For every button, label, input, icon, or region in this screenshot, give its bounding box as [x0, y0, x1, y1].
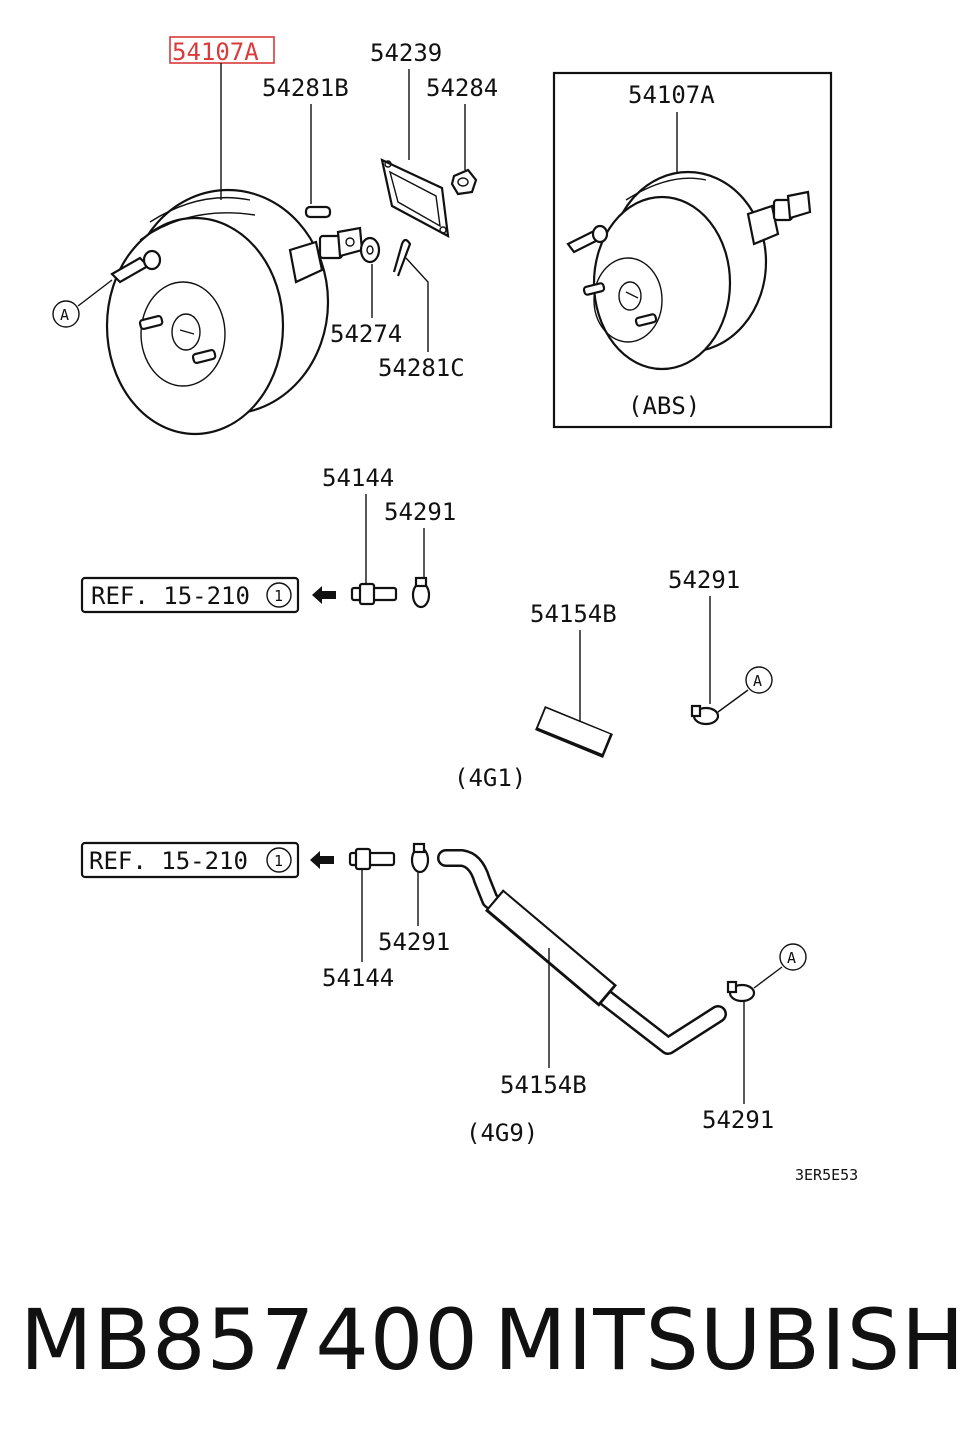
- callout-a-circle-4g9: [779, 943, 807, 971]
- label-hose-4g1: 54154B: [530, 600, 617, 628]
- variant-4g1: (4G1): [454, 764, 526, 792]
- leader-callout-a: [77, 279, 113, 307]
- label-abs-booster: 54107A: [628, 81, 715, 109]
- label-clamp-upper-4g1: 54291: [384, 498, 456, 526]
- leader-callout-a-4g1: [717, 689, 749, 713]
- clip-part: [392, 238, 412, 277]
- brake-booster-assembly: [105, 188, 364, 436]
- clamp-lower-4g9: [726, 980, 756, 1003]
- label-pin: 54281B: [262, 74, 349, 102]
- fitting-4g1: [350, 582, 398, 606]
- ref-circle-num-4g9: 1: [274, 852, 283, 870]
- ref-circle-4g1: [266, 582, 292, 608]
- highlight-box: [169, 36, 275, 64]
- clamp-upper-4g1: [411, 576, 431, 609]
- nut-part: [450, 168, 478, 196]
- hose-4g9: [437, 849, 727, 1055]
- label-washer: 54274: [330, 320, 402, 348]
- leader-callout-a-4g9: [753, 966, 783, 989]
- variant-4g9: (4G9): [466, 1119, 538, 1147]
- label-clamp-lower-4g1: 54291: [668, 566, 740, 594]
- abs-booster: [566, 170, 812, 371]
- label-booster: 54107A: [172, 38, 259, 66]
- washer-part: [359, 236, 381, 264]
- ref-circle-4g9: [266, 847, 292, 873]
- callout-a-circle-4g1: [745, 666, 773, 694]
- label-clip: 54281C: [378, 354, 465, 382]
- label-clamp-lower-4g9: 54291: [702, 1106, 774, 1134]
- leader-clip: [405, 257, 429, 352]
- ref-circle-num-4g1: 1: [274, 587, 283, 605]
- label-gasket: 54239: [370, 39, 442, 67]
- arrow-left-icon-4g9: [310, 851, 334, 869]
- drawing-code: 3ER5E53: [795, 1166, 858, 1184]
- ref-text-4g1: REF. 15-210: [91, 582, 250, 610]
- brand-name: MITSUBISHI: [494, 1291, 960, 1389]
- abs-caption: (ABS): [628, 392, 700, 420]
- footer: MB857400 MITSUBISHI: [0, 1290, 960, 1400]
- ref-box-4g1: [80, 576, 300, 614]
- label-nut: 54284: [426, 74, 498, 102]
- gasket-part: [380, 158, 450, 238]
- label-hose-4g9: 54154B: [500, 1071, 587, 1099]
- callout-a-4g1: A: [753, 672, 762, 690]
- fitting-4g9: [348, 847, 396, 871]
- clamp-upper-4g9: [410, 842, 430, 874]
- abs-frame: [552, 71, 833, 429]
- pin-part: [304, 205, 332, 219]
- callout-a-top: A: [60, 306, 69, 324]
- part-number: MB857400: [20, 1291, 479, 1389]
- callout-a-4g9: A: [787, 949, 796, 967]
- label-fitting-4g9: 54144: [322, 964, 394, 992]
- hose-4g1: [439, 583, 691, 769]
- callout-a-circle: [52, 300, 80, 328]
- ref-text-4g9: REF. 15-210: [89, 847, 248, 875]
- clamp-lower-4g1: [690, 704, 720, 726]
- ref-box-4g9: [80, 841, 300, 879]
- label-clamp-upper-4g9: 54291: [378, 928, 450, 956]
- label-fitting-4g1: 54144: [322, 464, 394, 492]
- arrow-left-icon-4g1: [312, 586, 336, 604]
